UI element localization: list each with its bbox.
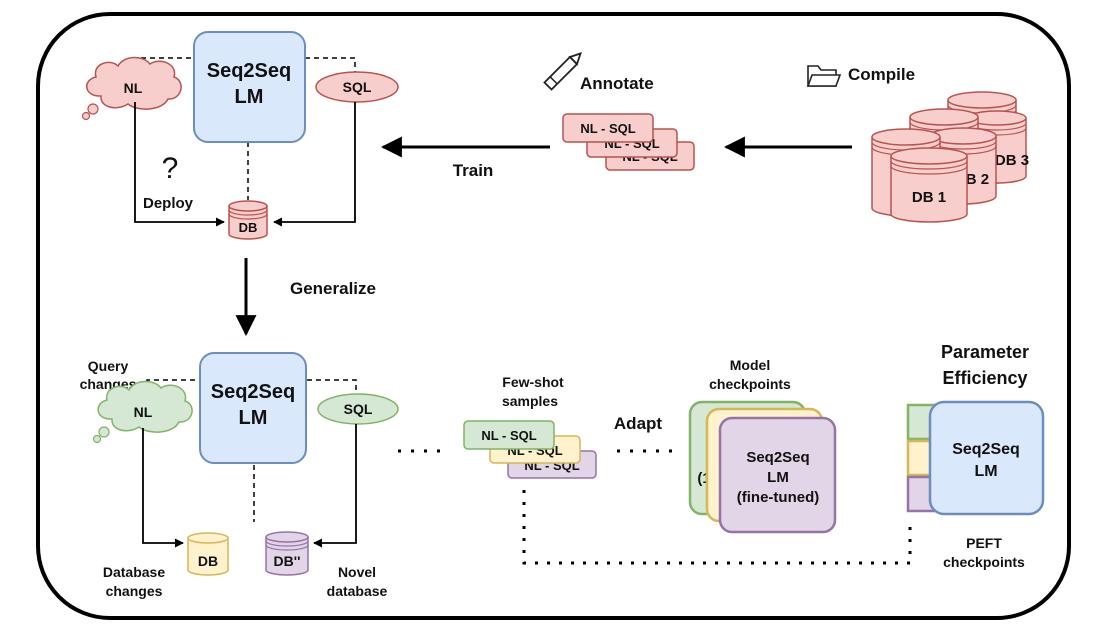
finetuned-label-1: Seq2Seq [746, 449, 809, 466]
top-nl-cloud [86, 56, 182, 110]
bottom-model-label-1: Seq2Seq [211, 381, 295, 403]
top-pair-card-1 [562, 113, 654, 143]
bottom-dash-model-nl [146, 379, 200, 400]
database-changes-label-1: Database [103, 564, 165, 580]
top-model-box [193, 31, 306, 143]
top-nl-bubble-2 [81, 111, 91, 121]
db-yellow-cylinder [187, 532, 229, 576]
few-shot-label-1: Few-shot [502, 374, 564, 390]
peft-model-label-2: LM [974, 463, 997, 480]
generalize-label: Generalize [290, 279, 376, 298]
top-sql-ellipse [315, 71, 399, 103]
db1-label: DB 1 [912, 189, 946, 206]
top-nl-label: NL [124, 80, 143, 96]
deploy-label: Deploy [143, 195, 194, 212]
pencil-icon [543, 52, 582, 91]
dash-model-sql [305, 57, 356, 75]
top-db-label: DB [239, 220, 258, 235]
arrow-nl-db [134, 102, 225, 227]
bottom-nl-label: NL [134, 404, 153, 420]
db-novel-cylinder [265, 531, 309, 576]
folder-icon [806, 65, 842, 87]
model-checkpoints-label-1: Model [730, 357, 770, 373]
bottom-nl-bubble-2 [92, 434, 102, 444]
train-label: Train [453, 161, 494, 180]
top-nl-bubble-1 [87, 103, 99, 115]
query-changes-label-1: Query [88, 358, 129, 374]
arrow-nl-db-yellow [142, 428, 184, 548]
bottom-pair-label-1: NL - SQL [481, 428, 536, 443]
arrow-sql-db [273, 102, 356, 227]
parameter-efficiency-label-1: Parameter [941, 342, 1029, 362]
question-mark-icon: ? [162, 152, 179, 185]
checkpoint-purple [718, 416, 837, 534]
finetuned-label-3: (fine-tuned) [737, 489, 819, 506]
model-checkpoints-label-2: checkpoints [709, 376, 791, 392]
bottom-sql-ellipse [317, 393, 399, 425]
db1-cylinder [890, 147, 968, 223]
few-shot-label-2: samples [502, 393, 558, 409]
peft-checkpoints-label-2: checkpoints [943, 554, 1025, 570]
arrow-sql-db-novel [313, 424, 357, 548]
novel-database-label-2: database [327, 583, 388, 599]
bottom-model-box [199, 352, 307, 464]
dots-fewshot-to-peft [522, 490, 912, 565]
bottom-nl-cloud [97, 380, 193, 433]
parameter-efficiency-label-2: Efficiency [942, 368, 1027, 388]
novel-database-label-1: Novel [338, 564, 376, 580]
top-db-cylinder [228, 200, 268, 240]
db-novel-label: DB'' [274, 553, 301, 569]
peft-model-label-1: Seq2Seq [952, 441, 1020, 458]
db-yellow-label: DB [198, 553, 218, 569]
bottom-dash-model-sql [307, 379, 357, 395]
bottom-sql-label: SQL [344, 401, 373, 417]
annotate-label: Annotate [580, 74, 654, 93]
database-changes-label-2: changes [106, 583, 163, 599]
top-model-label-1: Seq2Seq [207, 60, 291, 82]
top-sql-label: SQL [343, 79, 372, 95]
finetuned-label-2: LM [767, 469, 789, 486]
adapt-label: Adapt [614, 414, 663, 433]
peft-checkpoints-label-1: PEFT [966, 535, 1002, 551]
top-model-label-2: LM [235, 86, 264, 108]
bottom-model-label-2: LM [239, 407, 268, 429]
outer-frame [36, 12, 1071, 620]
peft-model-box [928, 400, 1045, 516]
bottom-pair-card-1 [463, 420, 555, 450]
top-pair-label-1: NL - SQL [580, 121, 635, 136]
compile-label: Compile [848, 65, 915, 84]
db3-label: DB 3 [995, 152, 1029, 169]
bottom-nl-bubble-1 [98, 426, 110, 438]
